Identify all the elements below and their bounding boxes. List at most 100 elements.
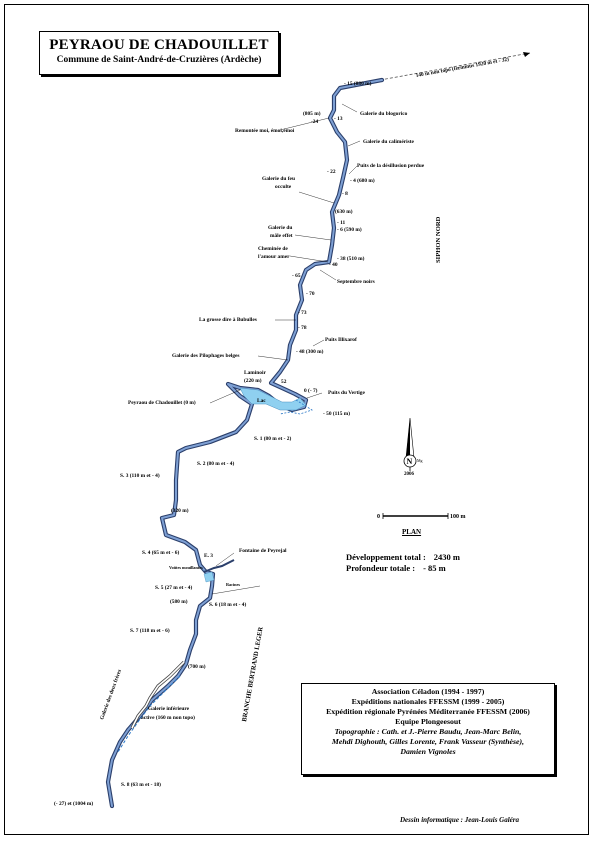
label-depth-point: (580 m)	[170, 598, 188, 605]
credit-line: Association Céladon (1994 - 1997)	[371, 687, 485, 696]
label-depth-point: - 11	[337, 220, 346, 226]
label-feature: Voûtes mouillantes	[169, 565, 203, 570]
label-sump: S. 7 (118 m et - 6)	[130, 627, 170, 634]
label-gallery: La grosse dire à Bubulles	[199, 317, 257, 323]
label-gallery: Galerie du	[268, 225, 292, 231]
label-gallery: Puits Illixarof	[325, 337, 357, 343]
label-sump: S. 5 (27 m et - 4)	[155, 584, 192, 591]
depth-value: - 85 m	[423, 563, 446, 573]
label-depth-point: - 6 (590 m)	[337, 226, 362, 233]
credit-line: Mehdi Dighouth, Gilles Lorente, Frank Va…	[331, 737, 525, 746]
label-sump: S. 4 (65 m et - 6)	[142, 549, 179, 556]
label-depth-point: - 4 (680 m)	[350, 177, 375, 184]
label-gallery: l'amour amer	[258, 254, 290, 260]
label-gallery: Galerie des Pilophages belges	[172, 353, 240, 359]
leader-lines	[209, 103, 361, 595]
depth-label: Profondeur totale :	[346, 563, 416, 573]
label-terminus: (- 27) et (1004 m)	[54, 800, 93, 807]
label-depth-point: -24	[311, 119, 318, 125]
label-depth-point: - 65	[292, 273, 301, 279]
label-gallery: Galerie du calimériste	[363, 139, 415, 145]
label-depth-point: - 78	[298, 325, 307, 331]
label-depth-point: (220 m)	[244, 377, 262, 384]
label-depth-point: - 40	[329, 262, 338, 268]
credit-line: Topographie : Cath. et J.-Pierre Baudu, …	[334, 727, 522, 736]
north-year: 2006	[404, 472, 415, 477]
label-depth-point: - 8	[342, 191, 348, 197]
label-depth-point: (700 m)	[188, 663, 206, 670]
fontaine-water	[203, 571, 215, 583]
scale-end: 100 m	[450, 514, 466, 520]
survey-labels: - 15 (880 m) Galerie du blogorico (805 m…	[54, 80, 425, 807]
label-sump: S. 2 (80 m et - 4)	[197, 460, 234, 467]
label-depth-point: 52	[281, 379, 287, 385]
label-entrance: Peyraou de Chadouillet (0 m)	[128, 399, 196, 406]
label-gallery: Remontée moi, émoi,émoi	[235, 128, 295, 134]
development-label: Développement total :	[346, 552, 426, 562]
scale-start: 0	[377, 514, 380, 520]
label-lake: Lac	[257, 398, 266, 404]
label-gallery: Cheminée de	[258, 246, 288, 252]
label-gallery: Puits de la désillusion perdue	[357, 163, 425, 169]
map-subtitle: Commune de Saint-André-de-Cruzières (Ard…	[56, 55, 262, 65]
credit-line: Expédition régionale Pyrénées Méditerran…	[326, 707, 530, 716]
label-depth-point: - 70	[306, 291, 315, 297]
label-depth-point: (320 m)	[171, 507, 189, 514]
label-depth-point: - 48 (300 m)	[296, 348, 324, 355]
drawing-credit: Dessin informatique : Jean-Louis Galéra	[400, 816, 520, 824]
branche-label: BRANCHE BERTRAND LEGER	[241, 626, 265, 722]
credits-box: Association Céladon (1994 - 1997) Expédi…	[301, 683, 555, 775]
stats-block: Développement total : 2430 m Profondeur t…	[346, 552, 486, 574]
credit-line: Equipe Plongeesout	[395, 717, 461, 726]
main-passage-fill	[107, 79, 383, 807]
label-gallery: active (160 m non topo)	[141, 714, 195, 721]
north-letter: N	[407, 457, 413, 466]
credit-line: Expéditions nationales FFESSM (1999 - 20…	[351, 697, 505, 706]
label-gallery: Galerie du blogorico	[360, 111, 408, 117]
label-sump: S. 1 (80 m et - 2)	[254, 435, 291, 442]
label-depth-point: - 38 (510 m)	[337, 255, 365, 262]
development-value: 2430 m	[433, 552, 461, 562]
label-sump: S. 6 (18 m et - 4)	[209, 601, 246, 608]
label-depth-point: - 15 (880 m)	[344, 80, 372, 87]
label-depth-point: - 73	[298, 310, 307, 316]
lake-water	[239, 387, 307, 411]
map-title: PEYRAOU DE CHADOUILLET	[49, 37, 269, 53]
label-gallery: mâle effet	[270, 233, 293, 239]
arrow-head-icon	[523, 52, 530, 57]
label-gallery: Galerie inférieure	[148, 706, 190, 712]
label-gallery: Septembre noirs	[337, 279, 375, 285]
galerie-deux-freres-inner	[131, 661, 185, 729]
credit-line: Damien Vignoles	[400, 747, 456, 756]
galerie-inferieure-dashed	[117, 675, 181, 753]
north-arrow: N Mg 2006	[403, 417, 423, 477]
label-feature: Racines	[226, 582, 240, 587]
label-depth-point: 0 (- 7)	[304, 387, 318, 394]
label-depth-point: (805 m)	[303, 110, 321, 117]
label-depth-point: - 13	[334, 116, 343, 122]
label-sump: E. 3	[204, 553, 213, 559]
north-arrow-shade-icon	[406, 418, 410, 458]
lake-channel-dashed	[279, 399, 313, 415]
north-sub: Mg	[417, 458, 423, 463]
non-topo-extension-line	[379, 52, 531, 81]
title-box: PEYRAOU DE CHADOUILLET Commune de Saint-…	[39, 31, 279, 75]
page-frame	[4, 4, 589, 835]
scale-bar: 0 100 m	[377, 513, 466, 520]
label-sump: S. 8 (63 m et - 18)	[121, 781, 161, 788]
non-topo-annotation: 140 m non topo (terminus 1920 m et - 32)	[415, 56, 509, 79]
label-gallery: occulte	[275, 184, 292, 190]
development-row: Développement total : 2430 m	[346, 552, 486, 563]
label-depth-point: - 22	[327, 169, 336, 175]
label-depth-point: (630 m)	[335, 208, 353, 215]
fontaine-offshoot	[203, 559, 235, 573]
label-spring: Fontaine de Peyrejal	[239, 548, 287, 554]
deux-freres-label: Galerie des deux frères	[99, 669, 123, 721]
siphon-nord-label: SIPHON NORD	[435, 216, 442, 263]
label-depth-point: - 50 (115 m)	[323, 410, 350, 417]
label-sump: S. 3 (110 m et - 4)	[120, 472, 160, 479]
depth-row: Profondeur totale : - 85 m	[346, 563, 486, 574]
label-gallery: Galerie du feu	[262, 176, 295, 182]
label-gallery: Laminoir	[244, 370, 266, 376]
